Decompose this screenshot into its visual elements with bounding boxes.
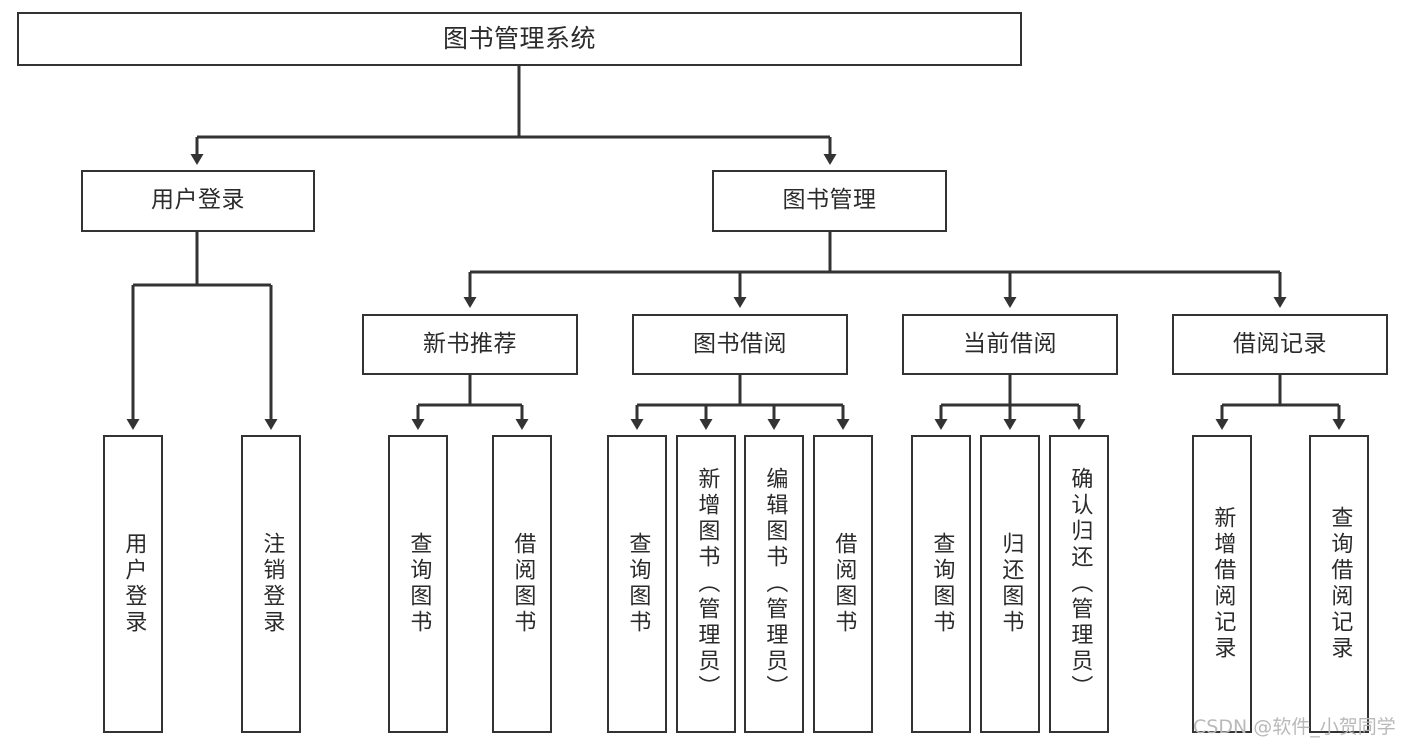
node-leaf-query-book-borrow[interactable]: 查询图书 [607, 435, 667, 733]
node-book-borrow-label: 图书借阅 [693, 330, 787, 357]
node-leaf-logout-label: 注销登录 [259, 532, 285, 636]
node-leaf-query-book-current-label: 查询图书 [929, 532, 955, 636]
node-leaf-query-borrow-record-label: 查询借阅记录 [1327, 506, 1353, 662]
node-root-label: 图书管理系统 [442, 24, 596, 53]
node-leaf-user-login-label: 用户登录 [121, 532, 147, 636]
node-book-borrow[interactable]: 图书借阅 [632, 314, 848, 375]
node-leaf-edit-book[interactable]: 编辑图书（管理员） [744, 435, 804, 733]
node-new-book-recommend-label: 新书推荐 [423, 330, 517, 357]
node-leaf-query-borrow-record[interactable]: 查询借阅记录 [1309, 435, 1369, 733]
node-leaf-add-book-label: 新增图书（管理员） [694, 467, 720, 701]
node-root[interactable]: 图书管理系统 [17, 12, 1022, 66]
node-current-borrow-label: 当前借阅 [963, 330, 1057, 357]
node-leaf-borrow-book-label: 借阅图书 [831, 532, 857, 636]
node-leaf-borrow-book-recommend[interactable]: 借阅图书 [492, 435, 552, 733]
node-leaf-logout[interactable]: 注销登录 [241, 435, 301, 733]
node-current-borrow[interactable]: 当前借阅 [902, 314, 1118, 375]
watermark-text: CSDN @软件_小贺同学 [1193, 716, 1396, 738]
node-leaf-confirm-return-label: 确认归还（管理员） [1067, 467, 1093, 701]
node-leaf-return-book[interactable]: 归还图书 [980, 435, 1040, 733]
node-user-login-label: 用户登录 [151, 187, 245, 214]
node-leaf-query-book-recommend-label: 查询图书 [406, 532, 432, 636]
node-borrow-record-label: 借阅记录 [1233, 330, 1327, 357]
node-leaf-add-borrow-record[interactable]: 新增借阅记录 [1192, 435, 1252, 733]
node-leaf-query-book-borrow-label: 查询图书 [625, 532, 651, 636]
node-user-login[interactable]: 用户登录 [81, 170, 315, 232]
node-leaf-add-book[interactable]: 新增图书（管理员） [676, 435, 736, 733]
node-leaf-confirm-return[interactable]: 确认归还（管理员） [1049, 435, 1109, 733]
node-leaf-add-borrow-record-label: 新增借阅记录 [1210, 506, 1236, 662]
node-book-manage-label: 图书管理 [782, 187, 877, 214]
node-borrow-record[interactable]: 借阅记录 [1172, 314, 1388, 375]
node-leaf-query-book-recommend[interactable]: 查询图书 [388, 435, 448, 733]
node-leaf-query-book-current[interactable]: 查询图书 [911, 435, 971, 733]
node-leaf-edit-book-label: 编辑图书（管理员） [762, 467, 788, 701]
node-leaf-return-book-label: 归还图书 [998, 532, 1024, 636]
node-book-manage[interactable]: 图书管理 [712, 170, 947, 232]
node-new-book-recommend[interactable]: 新书推荐 [362, 314, 578, 375]
node-leaf-user-login[interactable]: 用户登录 [103, 435, 163, 733]
node-leaf-borrow-book[interactable]: 借阅图书 [813, 435, 873, 733]
node-leaf-borrow-book-recommend-label: 借阅图书 [510, 532, 536, 636]
